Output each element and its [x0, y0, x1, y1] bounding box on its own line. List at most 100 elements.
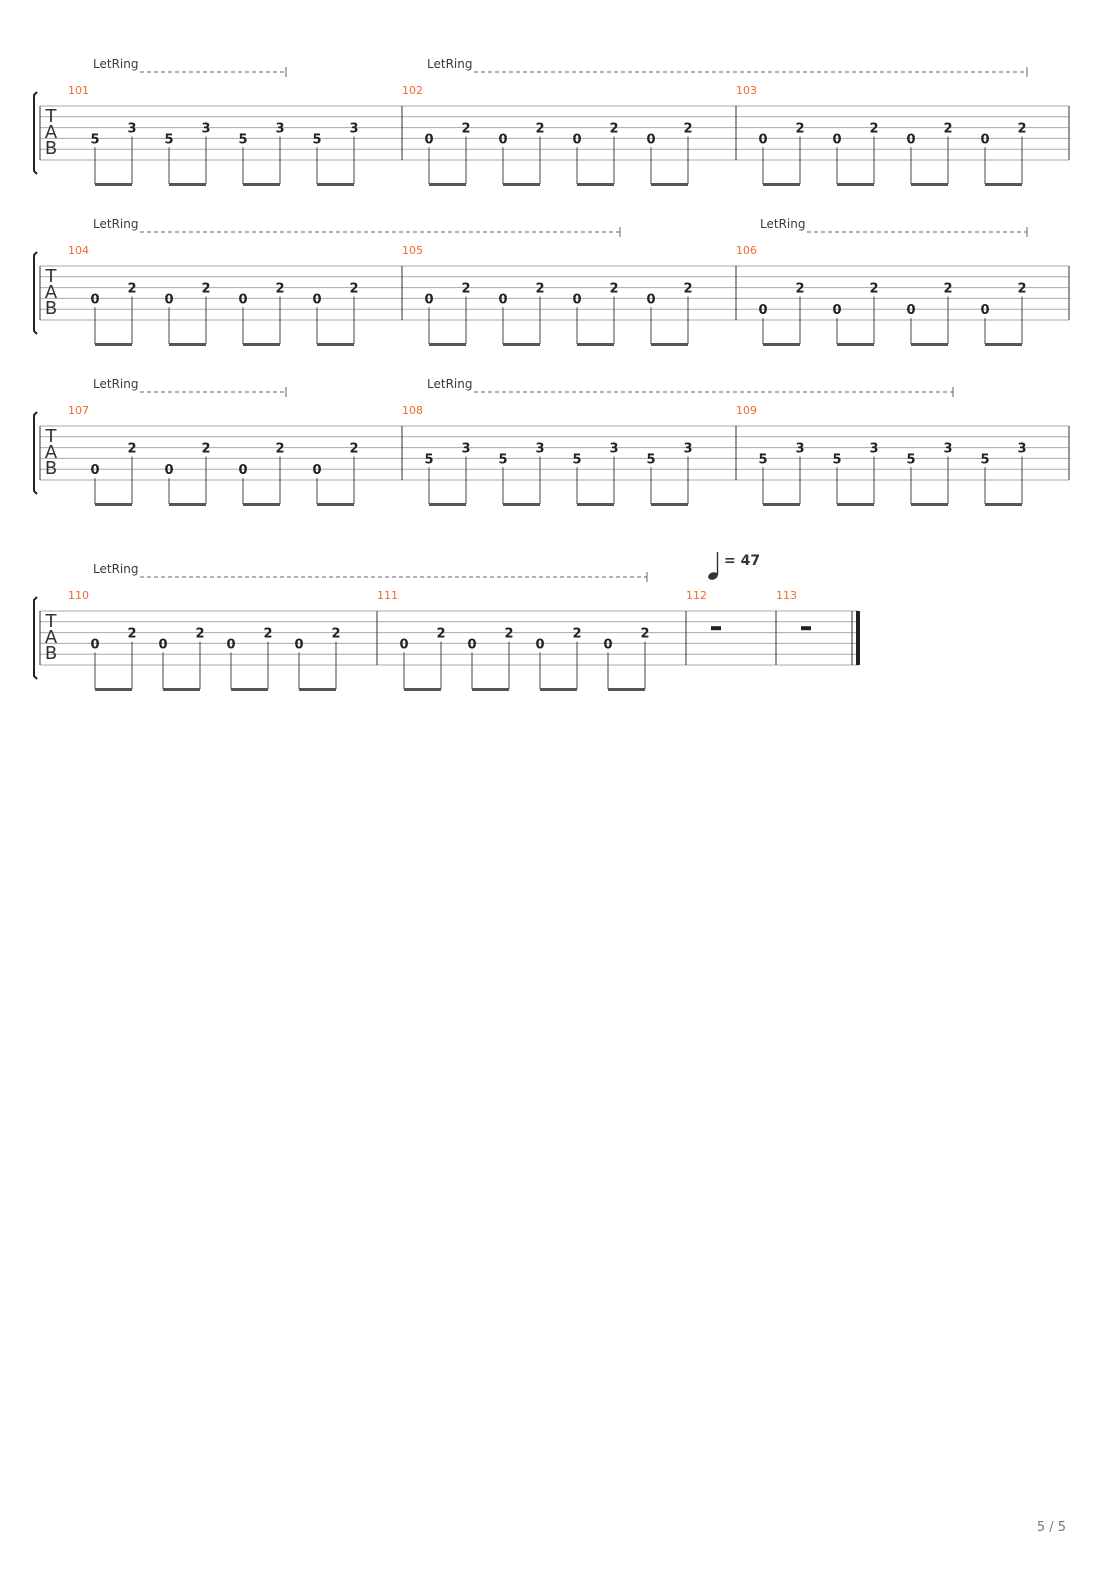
note-beam — [651, 183, 688, 186]
fret-number: 2 — [535, 122, 544, 137]
note-beam — [651, 503, 688, 506]
fret-number: 0 — [980, 132, 989, 147]
fret-number: 2 — [869, 122, 878, 137]
fret-number: 3 — [609, 442, 618, 457]
note-beam — [317, 183, 354, 186]
note-beam — [317, 503, 354, 506]
note-beam — [911, 503, 948, 506]
note-beam — [243, 343, 280, 346]
note-beam — [243, 503, 280, 506]
fret-number: 3 — [795, 442, 804, 457]
fret-number: 0 — [467, 637, 476, 652]
fret-number: 0 — [906, 303, 915, 318]
fret-number: 0 — [572, 292, 581, 307]
fret-number: 2 — [275, 442, 284, 457]
let-ring-label: LetRing — [93, 217, 138, 231]
tab-clef-letter: B — [45, 298, 57, 319]
fret-number: 0 — [158, 637, 167, 652]
fret-number: 3 — [869, 442, 878, 457]
fret-number: 2 — [127, 627, 136, 642]
fret-number: 3 — [1017, 442, 1026, 457]
fret-number: 0 — [164, 463, 173, 478]
measure-number: 112 — [686, 589, 707, 602]
fret-number: 0 — [646, 132, 655, 147]
note-beam — [429, 503, 466, 506]
let-ring-label: LetRing — [427, 377, 472, 391]
fret-number: 5 — [238, 132, 247, 147]
tab-clef-letter: T — [45, 611, 58, 632]
fret-number: 2 — [795, 122, 804, 137]
system-bracket — [33, 596, 38, 680]
fret-number: 2 — [195, 627, 204, 642]
note-beam — [577, 503, 614, 506]
fret-number: 2 — [943, 282, 952, 297]
fret-number: 0 — [164, 292, 173, 307]
fret-number: 0 — [832, 303, 841, 318]
fret-number: 2 — [683, 282, 692, 297]
note-beam — [837, 503, 874, 506]
final-barline-thick — [856, 611, 860, 665]
note-beam — [985, 343, 1022, 346]
fret-number: 5 — [312, 132, 321, 147]
note-beam — [763, 343, 800, 346]
quarter-note-icon — [708, 572, 718, 580]
measure-number: 104 — [68, 244, 89, 257]
measure-number: 109 — [736, 404, 757, 417]
fret-number: 0 — [238, 463, 247, 478]
let-ring-label: LetRing — [93, 57, 138, 71]
fret-number: 2 — [127, 282, 136, 297]
fret-number: 3 — [683, 442, 692, 457]
fret-number: 2 — [504, 627, 513, 642]
tab-clef-letter: A — [45, 282, 58, 303]
fret-number: 0 — [90, 637, 99, 652]
system-bracket — [33, 411, 38, 495]
fret-number: 3 — [943, 442, 952, 457]
note-beam — [317, 343, 354, 346]
let-ring-label: LetRing — [427, 57, 472, 71]
fret-number: 0 — [572, 132, 581, 147]
note-beam — [837, 183, 874, 186]
fret-number: 2 — [349, 282, 358, 297]
note-beam — [404, 688, 441, 691]
note-beam — [163, 688, 200, 691]
fret-number: 3 — [127, 122, 136, 137]
measure-number: 101 — [68, 84, 89, 97]
note-beam — [299, 688, 336, 691]
note-beam — [429, 343, 466, 346]
fret-number: 3 — [201, 122, 210, 137]
fret-number: 2 — [201, 442, 210, 457]
fret-number: 0 — [535, 637, 544, 652]
fret-number: 0 — [90, 292, 99, 307]
note-beam — [503, 183, 540, 186]
note-beam — [503, 503, 540, 506]
fret-number: 0 — [312, 463, 321, 478]
note-beam — [763, 183, 800, 186]
fret-number: 3 — [461, 442, 470, 457]
note-beam — [169, 343, 206, 346]
tempo-text: = 47 — [724, 553, 760, 569]
note-beam — [985, 183, 1022, 186]
fret-number: 2 — [572, 627, 581, 642]
note-beam — [763, 503, 800, 506]
tab-clef-letter: A — [45, 122, 58, 143]
fret-number: 2 — [869, 282, 878, 297]
fret-number: 2 — [461, 282, 470, 297]
fret-number: 2 — [609, 282, 618, 297]
note-beam — [169, 503, 206, 506]
fret-number: 2 — [1017, 282, 1026, 297]
fret-number: 0 — [498, 292, 507, 307]
tab-clef-letter: B — [45, 643, 57, 664]
note-beam — [95, 688, 132, 691]
note-beam — [985, 503, 1022, 506]
fret-number: 0 — [238, 292, 247, 307]
measure-number: 113 — [776, 589, 797, 602]
fret-number: 2 — [609, 122, 618, 137]
fret-number: 0 — [758, 303, 767, 318]
tab-clef-letter: B — [45, 458, 57, 479]
note-beam — [608, 688, 645, 691]
fret-number: 0 — [399, 637, 408, 652]
fret-number: 5 — [498, 452, 507, 467]
fret-number: 5 — [906, 452, 915, 467]
fret-number: 5 — [646, 452, 655, 467]
